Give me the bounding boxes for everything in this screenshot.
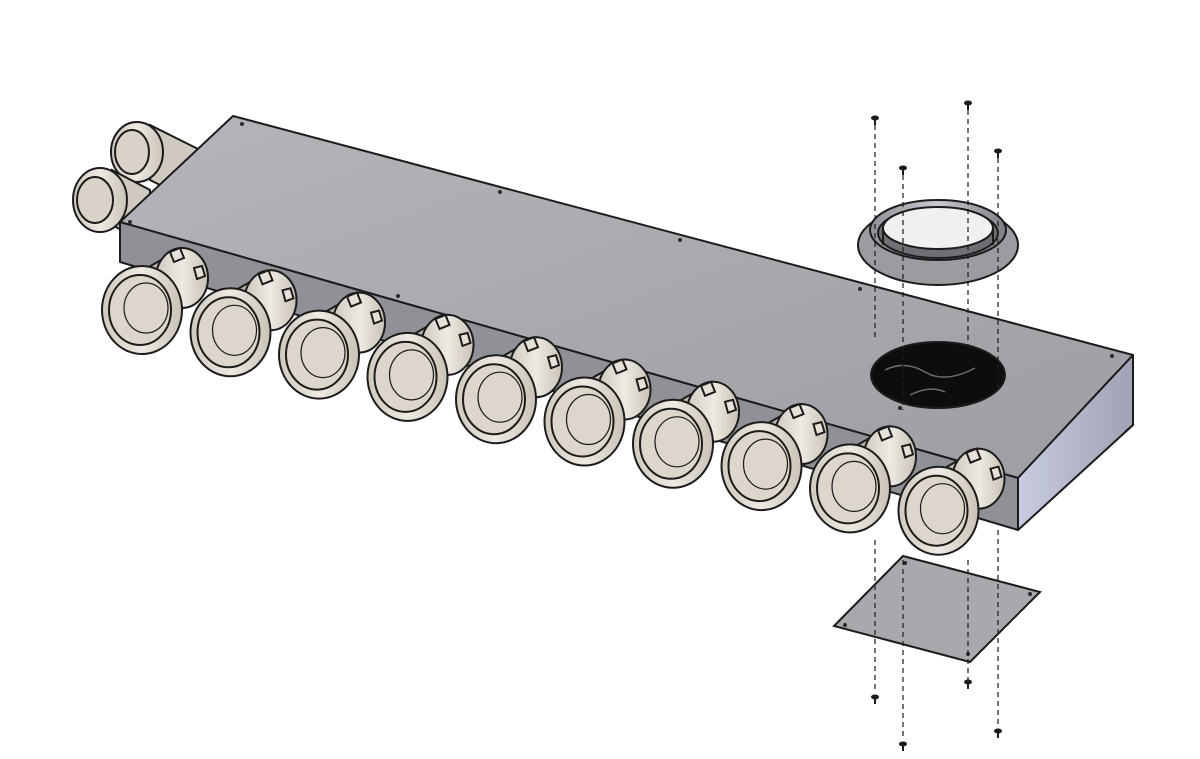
- outlet-spigot: [897, 447, 1006, 556]
- outlet-spigot: [189, 268, 298, 378]
- outlet-spigot: [101, 246, 209, 355]
- outlet-spigot: [543, 358, 652, 467]
- outlet-spigots: [101, 246, 1006, 556]
- outlet-spigot: [455, 335, 563, 445]
- outlet-spigot: [720, 402, 829, 512]
- screw: [871, 694, 879, 704]
- round-collar: [857, 199, 1019, 286]
- screw: [871, 115, 879, 125]
- assembly-lines: [874, 110, 999, 740]
- screw: [994, 148, 1002, 158]
- outlet-spigot: [809, 425, 917, 534]
- screws: [871, 100, 1002, 751]
- cover-plate: [832, 554, 1042, 664]
- outlet-spigot: [366, 313, 475, 422]
- screw: [964, 679, 972, 689]
- screw: [899, 165, 907, 175]
- screw: [964, 100, 972, 110]
- top-opening: [870, 341, 1006, 409]
- outlet-spigot: [278, 291, 386, 400]
- screw: [899, 741, 907, 751]
- outlet-spigot: [632, 380, 740, 489]
- screw: [994, 728, 1002, 738]
